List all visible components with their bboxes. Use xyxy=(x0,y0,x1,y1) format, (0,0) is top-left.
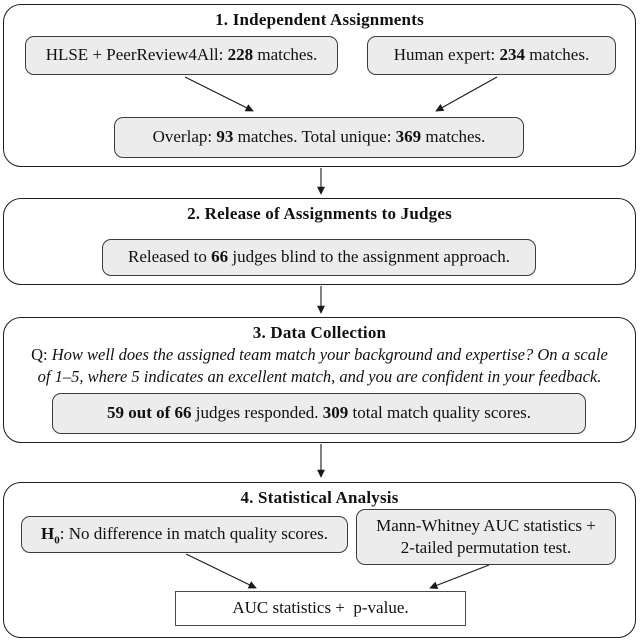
node-text: Overlap: 93 matches. Total unique: 369 m… xyxy=(153,126,486,148)
node-text: H0: No difference in match quality score… xyxy=(40,523,329,546)
node-text: HLSE + PeerReview4All: 228 matches. xyxy=(46,44,318,66)
text-segment: Overlap: xyxy=(152,127,217,147)
text-bold: 59 out of 66 xyxy=(107,403,192,423)
text-line: 2-tailed permutation test. xyxy=(400,538,572,557)
node-response-summary: 59 out of 66 judges responded. 309 total… xyxy=(52,393,586,434)
text-bold: 66 xyxy=(211,247,229,267)
question-label: Q: xyxy=(31,345,52,364)
text-bold: 93 xyxy=(216,127,234,147)
panel-title: 3. Data Collection xyxy=(252,323,387,342)
panel-title: 1. Independent Assignments xyxy=(215,10,424,29)
node-overlap: Overlap: 93 matches. Total unique: 369 m… xyxy=(114,117,524,158)
node-text: Mann-Whitney AUC statistics + 2-tailed pe… xyxy=(376,515,596,559)
text-bold: H0 xyxy=(40,524,60,546)
survey-question: Q: How well does the assigned team match… xyxy=(12,344,627,388)
node-text: AUC statistics + p-value. xyxy=(232,598,409,618)
text-bold: 228 xyxy=(227,45,254,65)
question-text: of 1–5, where 5 indicates an excellent m… xyxy=(37,367,602,386)
hypothesis-symbol: H xyxy=(40,524,55,544)
text-segment: Human expert: xyxy=(393,45,500,65)
question-line: of 1–5, where 5 indicates an excellent m… xyxy=(12,366,627,388)
node-auc-result: AUC statistics + p-value. xyxy=(175,591,466,626)
panel-independent-assignments: 1. Independent Assignments HLSE + PeerRe… xyxy=(3,4,636,167)
node-text: 59 out of 66 judges responded. 309 total… xyxy=(107,402,531,424)
text-segment: judges responded. xyxy=(191,403,323,423)
text-segment: matches. xyxy=(421,127,486,147)
node-text: Released to 66 judges blind to the assig… xyxy=(128,246,510,268)
node-mann-whitney: Mann-Whitney AUC statistics + 2-tailed pe… xyxy=(356,509,616,565)
node-hlse-peerreview4all: HLSE + PeerReview4All: 228 matches. xyxy=(25,36,338,75)
text-segment: total match quality scores. xyxy=(348,403,531,423)
panel-title: 4. Statistical Analysis xyxy=(240,488,399,507)
text-segment: matches. xyxy=(253,45,318,65)
text-segment: HLSE + PeerReview4All: xyxy=(45,45,228,65)
hypothesis-subscript: 0 xyxy=(54,534,60,547)
node-human-expert: Human expert: 234 matches. xyxy=(367,36,616,75)
node-released-judges: Released to 66 judges blind to the assig… xyxy=(102,239,536,276)
question-text: How well does the assigned team match yo… xyxy=(51,345,608,364)
text-segment: matches. Total unique: xyxy=(233,127,396,147)
text-bold: 369 xyxy=(395,127,422,147)
text-segment: : No difference in match quality scores. xyxy=(59,524,329,544)
node-text: Human expert: 234 matches. xyxy=(394,44,589,66)
text-bold: 234 xyxy=(499,45,526,65)
node-null-hypothesis: H0: No difference in match quality score… xyxy=(21,516,348,553)
panel-data-collection: 3. Data Collection Q: How well does the … xyxy=(3,317,636,443)
panel-release-to-judges: 2. Release of Assignments to Judges Rele… xyxy=(3,198,636,285)
text-line: Mann-Whitney AUC statistics + xyxy=(376,515,596,535)
text-segment: judges blind to the assignment approach. xyxy=(228,247,510,267)
text-segment: matches. xyxy=(525,45,590,65)
text-bold: 309 xyxy=(322,403,349,423)
text-segment: Released to xyxy=(128,247,212,267)
panel-statistical-analysis: 4. Statistical Analysis H0: No differenc… xyxy=(3,482,636,638)
question-line: Q: How well does the assigned team match… xyxy=(12,344,627,366)
panel-title: 2. Release of Assignments to Judges xyxy=(187,204,452,223)
